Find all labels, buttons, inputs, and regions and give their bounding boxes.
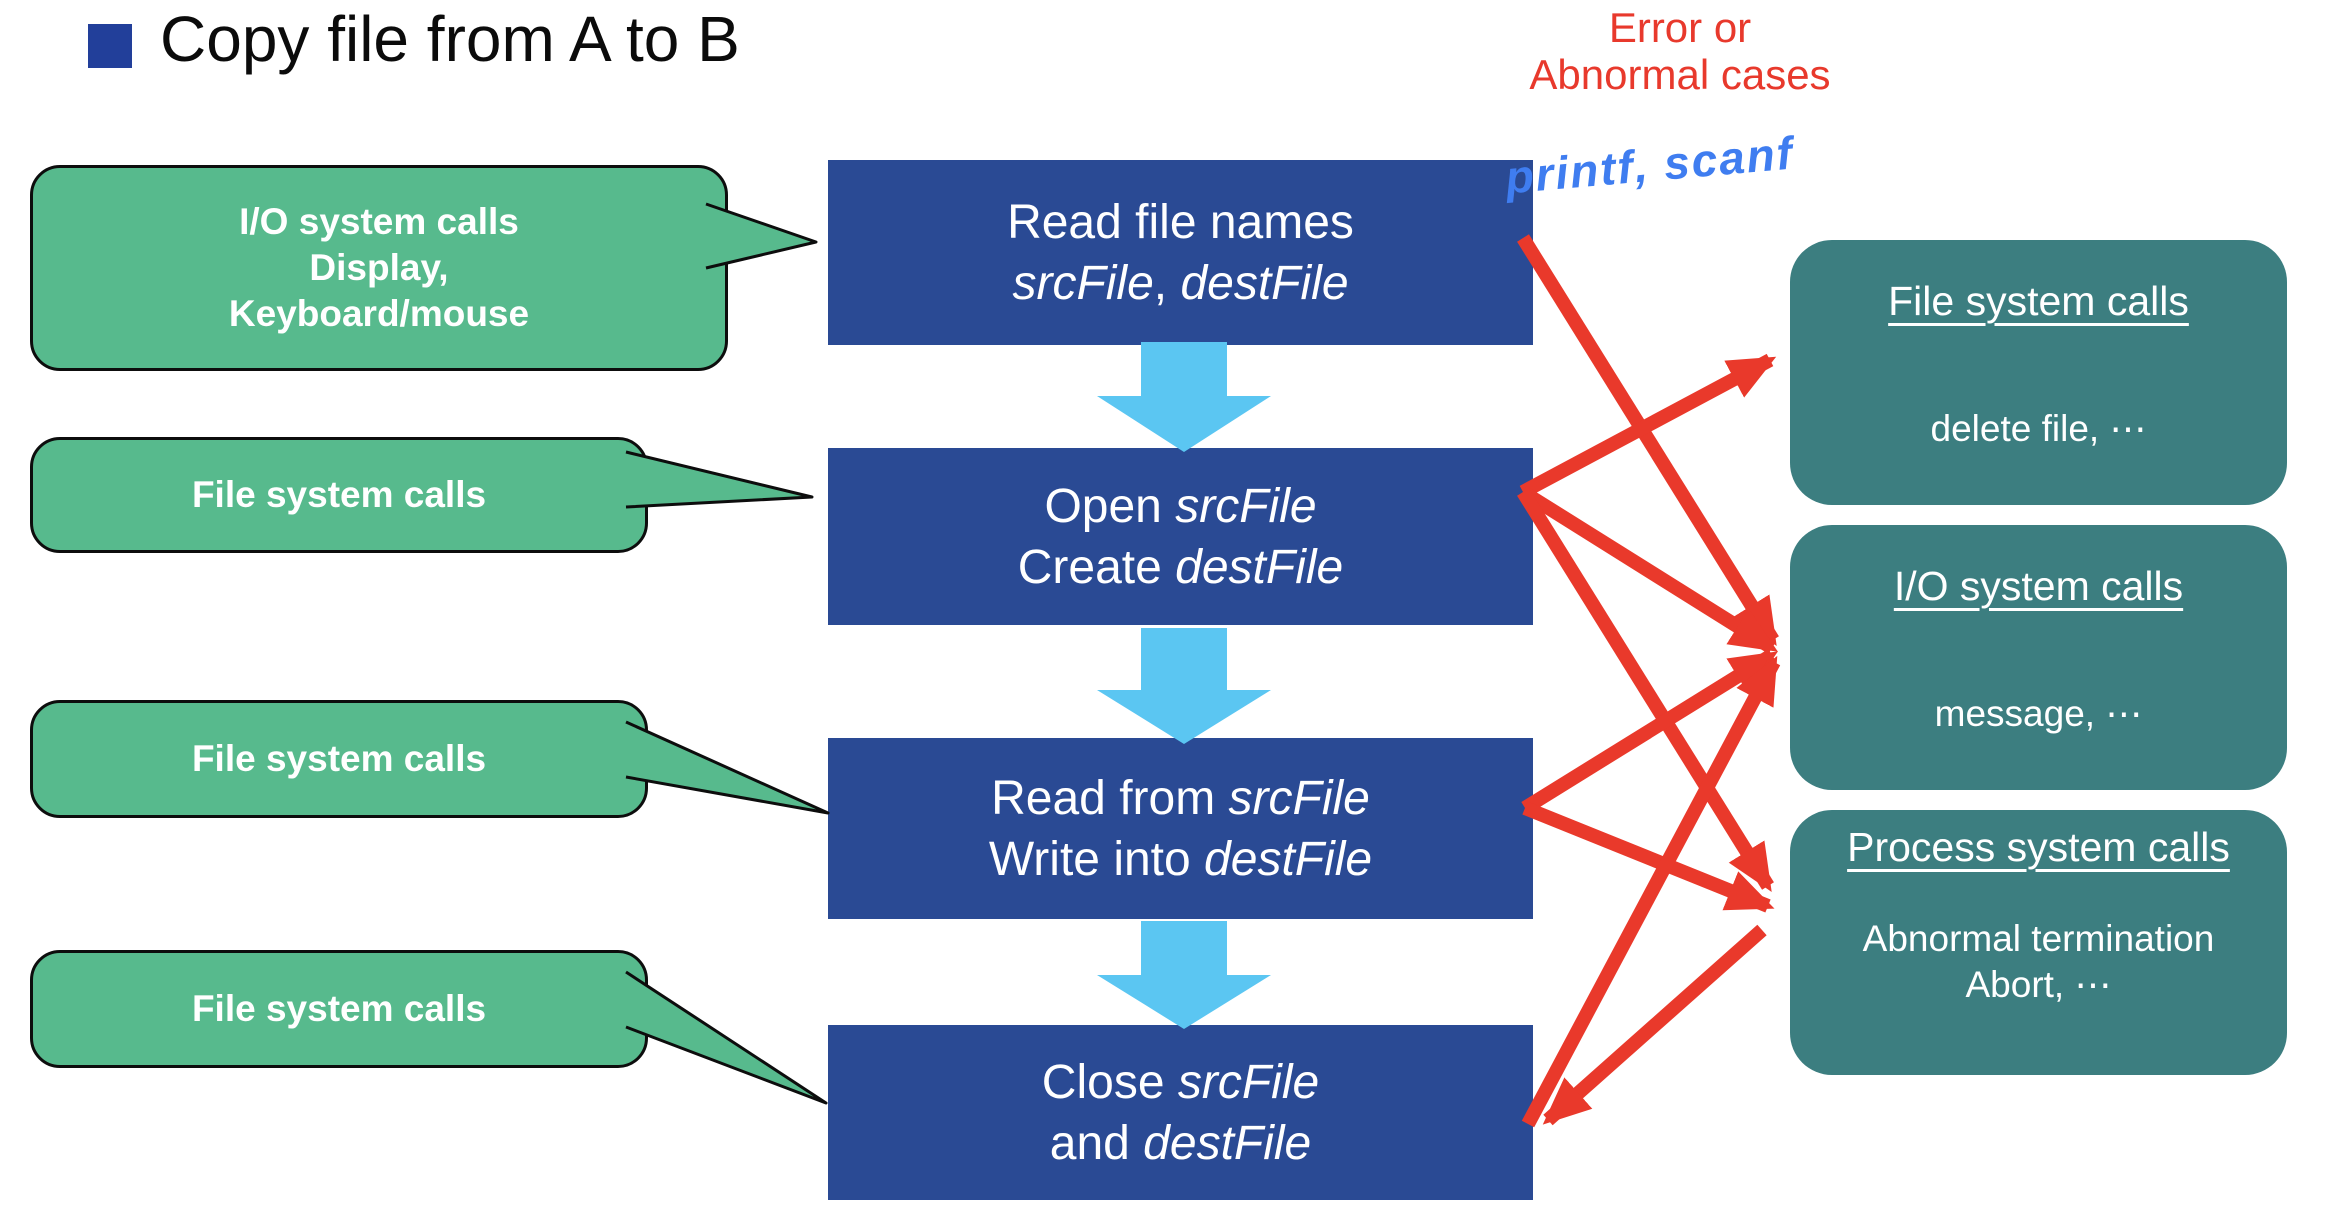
callout-file-system-calls-1: File system calls	[30, 437, 648, 553]
step-box-close: Close srcFile and destFile	[828, 1025, 1533, 1200]
callout-line: File system calls	[191, 988, 487, 1029]
handler-body: Abnormal termination Abort, ⋯	[1863, 916, 2215, 1008]
handler-title: File system calls	[1888, 278, 2189, 324]
handler-process-system-calls: Process system calls Abnormal terminatio…	[1790, 810, 2287, 1075]
handler-io-system-calls: I/O system calls message, ⋯	[1790, 525, 2287, 790]
error-arrow-open-to-process	[1517, 488, 1774, 892]
callout-tail	[625, 970, 828, 1105]
step-box-read-write: Read from srcFile Write into destFile	[828, 738, 1533, 919]
down-arrow-icon	[1097, 342, 1271, 452]
error-label-line2: Abnormal cases	[1529, 51, 1831, 98]
callout-file-system-calls-3: File system calls	[30, 950, 648, 1068]
handler-body-line: Abnormal termination	[1862, 918, 2215, 959]
step-line: Read from srcFile	[991, 771, 1370, 825]
callout-line: I/O system calls	[239, 201, 519, 242]
handler-title: I/O system calls	[1893, 563, 2184, 609]
error-arrow-read-to-io	[1517, 234, 1779, 646]
error-label-line1: Error or	[1608, 4, 1752, 51]
title-bullet-icon	[88, 24, 132, 68]
error-arrow-readwrite-to-process	[1522, 801, 1775, 913]
handler-body: message, ⋯	[1934, 693, 2143, 734]
step-line: Close srcFile	[1041, 1055, 1320, 1109]
handler-body: delete file, ⋯	[1930, 408, 2147, 449]
callout-tail	[625, 450, 814, 509]
error-arrow-open-to-io	[1519, 486, 1778, 654]
step-line: Write into destFile	[988, 832, 1373, 886]
down-arrow-icon	[1097, 628, 1271, 744]
handler-title: Process system calls	[1847, 824, 2230, 870]
step-box-open-create: Open srcFile Create destFile	[828, 448, 1533, 625]
annotation-printf-scanf: printf, scanf	[1503, 126, 1796, 204]
step-line: and destFile	[1049, 1116, 1312, 1170]
error-arrow-close-to-io	[1521, 655, 1781, 1128]
handler-file-system-calls: File system calls delete file, ⋯	[1790, 240, 2287, 505]
down-arrow-icon	[1097, 921, 1271, 1029]
step-line: Read file names	[1007, 195, 1354, 249]
callout-tail	[625, 720, 830, 815]
callout-line: Keyboard/mouse	[228, 293, 530, 334]
callout-file-system-calls-2: File system calls	[30, 700, 648, 818]
error-arrow-process-to-close	[1542, 924, 1767, 1126]
error-label: Error or Abnormal cases	[1430, 4, 1930, 98]
callout-line: File system calls	[191, 738, 487, 779]
callout-line: Display,	[309, 247, 449, 288]
step-line: Create destFile	[1017, 540, 1344, 594]
handler-body-line: Abort, ⋯	[1965, 964, 2112, 1005]
step-line: Open srcFile	[1044, 479, 1317, 533]
error-arrow-readwrite-to-io	[1521, 649, 1778, 814]
page-title: Copy file from A to B	[160, 3, 740, 75]
callout-io-system-calls: I/O system calls Display, Keyboard/mouse	[30, 165, 728, 371]
callout-line: File system calls	[191, 474, 487, 515]
step-box-read-file-names: Read file names srcFile, destFile	[828, 160, 1533, 345]
step-line: srcFile, destFile	[1012, 256, 1349, 310]
error-arrow-open-to-file	[1519, 353, 1777, 499]
